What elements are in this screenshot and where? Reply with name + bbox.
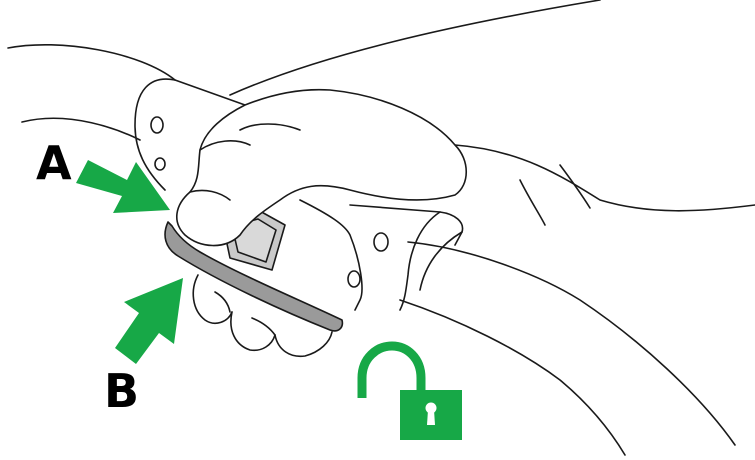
housing-screw bbox=[155, 158, 165, 170]
housing-screw bbox=[374, 233, 388, 251]
housing-screw bbox=[348, 271, 360, 287]
arrow-up-right-icon bbox=[115, 278, 183, 364]
arrow-b bbox=[115, 278, 183, 364]
label-a: A bbox=[36, 140, 72, 186]
unlocked-padlock-icon bbox=[362, 346, 462, 440]
housing-screw bbox=[151, 117, 163, 133]
label-b: B bbox=[104, 368, 139, 414]
